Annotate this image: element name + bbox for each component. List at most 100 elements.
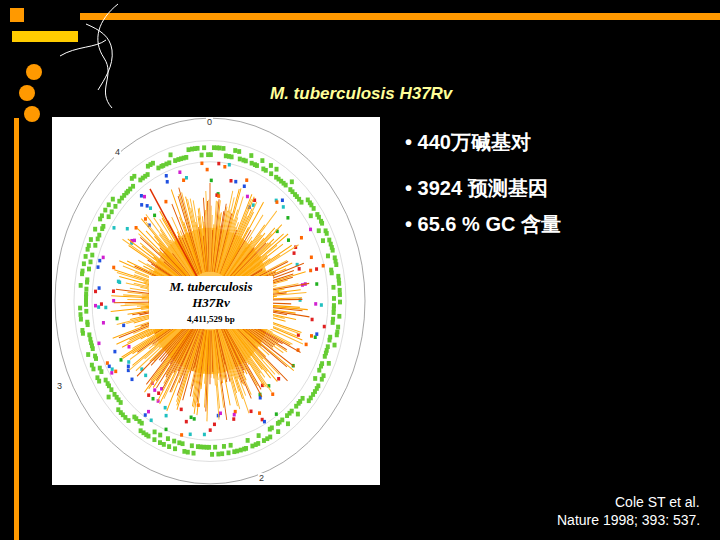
gene-mark — [84, 254, 88, 259]
feature-mark — [153, 388, 156, 392]
feature-mark — [232, 417, 235, 421]
gene-mark — [107, 395, 111, 400]
gene-mark — [338, 300, 342, 305]
feature-mark — [146, 204, 149, 208]
gene-mark — [97, 233, 101, 238]
feature-mark — [126, 227, 129, 231]
feature-mark — [140, 194, 143, 198]
gene-mark — [331, 285, 335, 290]
gene-mark — [325, 231, 329, 236]
feature-mark — [180, 408, 183, 412]
gene-mark — [151, 161, 155, 166]
gene-mark — [81, 269, 85, 274]
gene-mark — [321, 238, 325, 243]
feature-mark — [190, 416, 193, 420]
gene-mark — [86, 352, 90, 357]
gene-mark — [317, 228, 321, 233]
gene-mark — [202, 145, 206, 150]
outer-circle — [55, 118, 365, 484]
gene-mark — [89, 237, 93, 242]
feature-mark — [210, 179, 213, 183]
map-position: 0 — [206, 117, 213, 128]
feature-mark — [185, 176, 188, 180]
citation: Nature 1998; 393: 537. — [557, 512, 700, 529]
gene-mark — [93, 354, 97, 359]
gene-mark — [237, 149, 241, 154]
bullet-point: • 65.6 % GC 含量 — [405, 212, 561, 236]
gc-skew-ray — [212, 330, 215, 385]
feature-mark — [147, 410, 150, 414]
gene-mark — [213, 445, 217, 450]
gene-mark — [296, 412, 300, 417]
feature-mark — [112, 289, 115, 293]
gc-skew-ray — [210, 206, 212, 272]
gc-skew-ray — [206, 191, 209, 271]
feature-mark — [322, 264, 325, 268]
gene-mark — [276, 429, 280, 434]
gene-mark — [116, 407, 120, 412]
feature-mark — [100, 302, 103, 306]
gene-mark — [110, 209, 114, 214]
feature-mark — [245, 178, 248, 182]
gene-mark — [158, 440, 162, 445]
gc-skew-ray — [210, 183, 211, 272]
feature-mark — [140, 203, 143, 207]
gene-mark — [82, 261, 86, 266]
gene-mark — [78, 306, 82, 311]
gene-mark — [90, 253, 94, 258]
gene-mark — [196, 146, 200, 151]
gene-mark — [275, 167, 279, 172]
gc-skew-ray — [208, 200, 210, 272]
feature-mark — [166, 180, 169, 184]
gene-mark — [139, 428, 143, 433]
gene-mark — [323, 354, 327, 359]
gene-mark — [79, 317, 83, 322]
gene-mark — [101, 224, 105, 229]
feature-mark — [277, 377, 280, 381]
gene-mark — [103, 208, 107, 213]
gene-mark — [327, 238, 331, 243]
feature-mark — [298, 267, 301, 271]
gene-mark — [111, 197, 115, 202]
feature-mark — [246, 195, 249, 199]
feature-mark — [315, 332, 318, 336]
genome-circle — [55, 118, 365, 484]
gene-mark — [262, 438, 266, 443]
gene-mark — [319, 364, 323, 369]
gene-mark — [335, 333, 339, 338]
feature-mark — [153, 214, 156, 218]
gene-mark — [190, 443, 194, 448]
feature-mark — [286, 216, 289, 220]
feature-mark — [281, 198, 284, 202]
gene-mark — [250, 444, 254, 449]
gene-mark — [290, 179, 294, 184]
feature-mark — [157, 391, 160, 395]
gene-mark — [330, 271, 334, 276]
feature-mark — [323, 325, 326, 329]
feature-mark — [287, 238, 290, 242]
gene-mark — [98, 366, 102, 371]
feature-mark — [200, 162, 203, 166]
feature-mark — [300, 236, 303, 240]
gene-mark — [238, 157, 242, 162]
slide-title: M. tuberculosis H37Rv — [270, 84, 452, 104]
gene-mark — [153, 430, 157, 435]
gene-mark — [87, 332, 91, 337]
feature-mark — [320, 303, 323, 307]
feature-mark — [209, 428, 212, 432]
gene-mark — [320, 221, 324, 226]
gene-mark — [93, 243, 97, 248]
feature-mark — [309, 269, 312, 273]
gene-mark — [276, 421, 280, 426]
gene-mark — [232, 449, 236, 454]
feature-mark — [152, 397, 155, 401]
gene-mark — [299, 200, 303, 205]
feature-mark — [102, 256, 105, 260]
gene-mark — [317, 368, 321, 373]
gene-mark — [167, 444, 171, 449]
gene-mark — [222, 444, 226, 449]
feature-mark — [164, 406, 167, 410]
gene-mark — [113, 392, 117, 397]
gene-mark — [244, 159, 248, 164]
